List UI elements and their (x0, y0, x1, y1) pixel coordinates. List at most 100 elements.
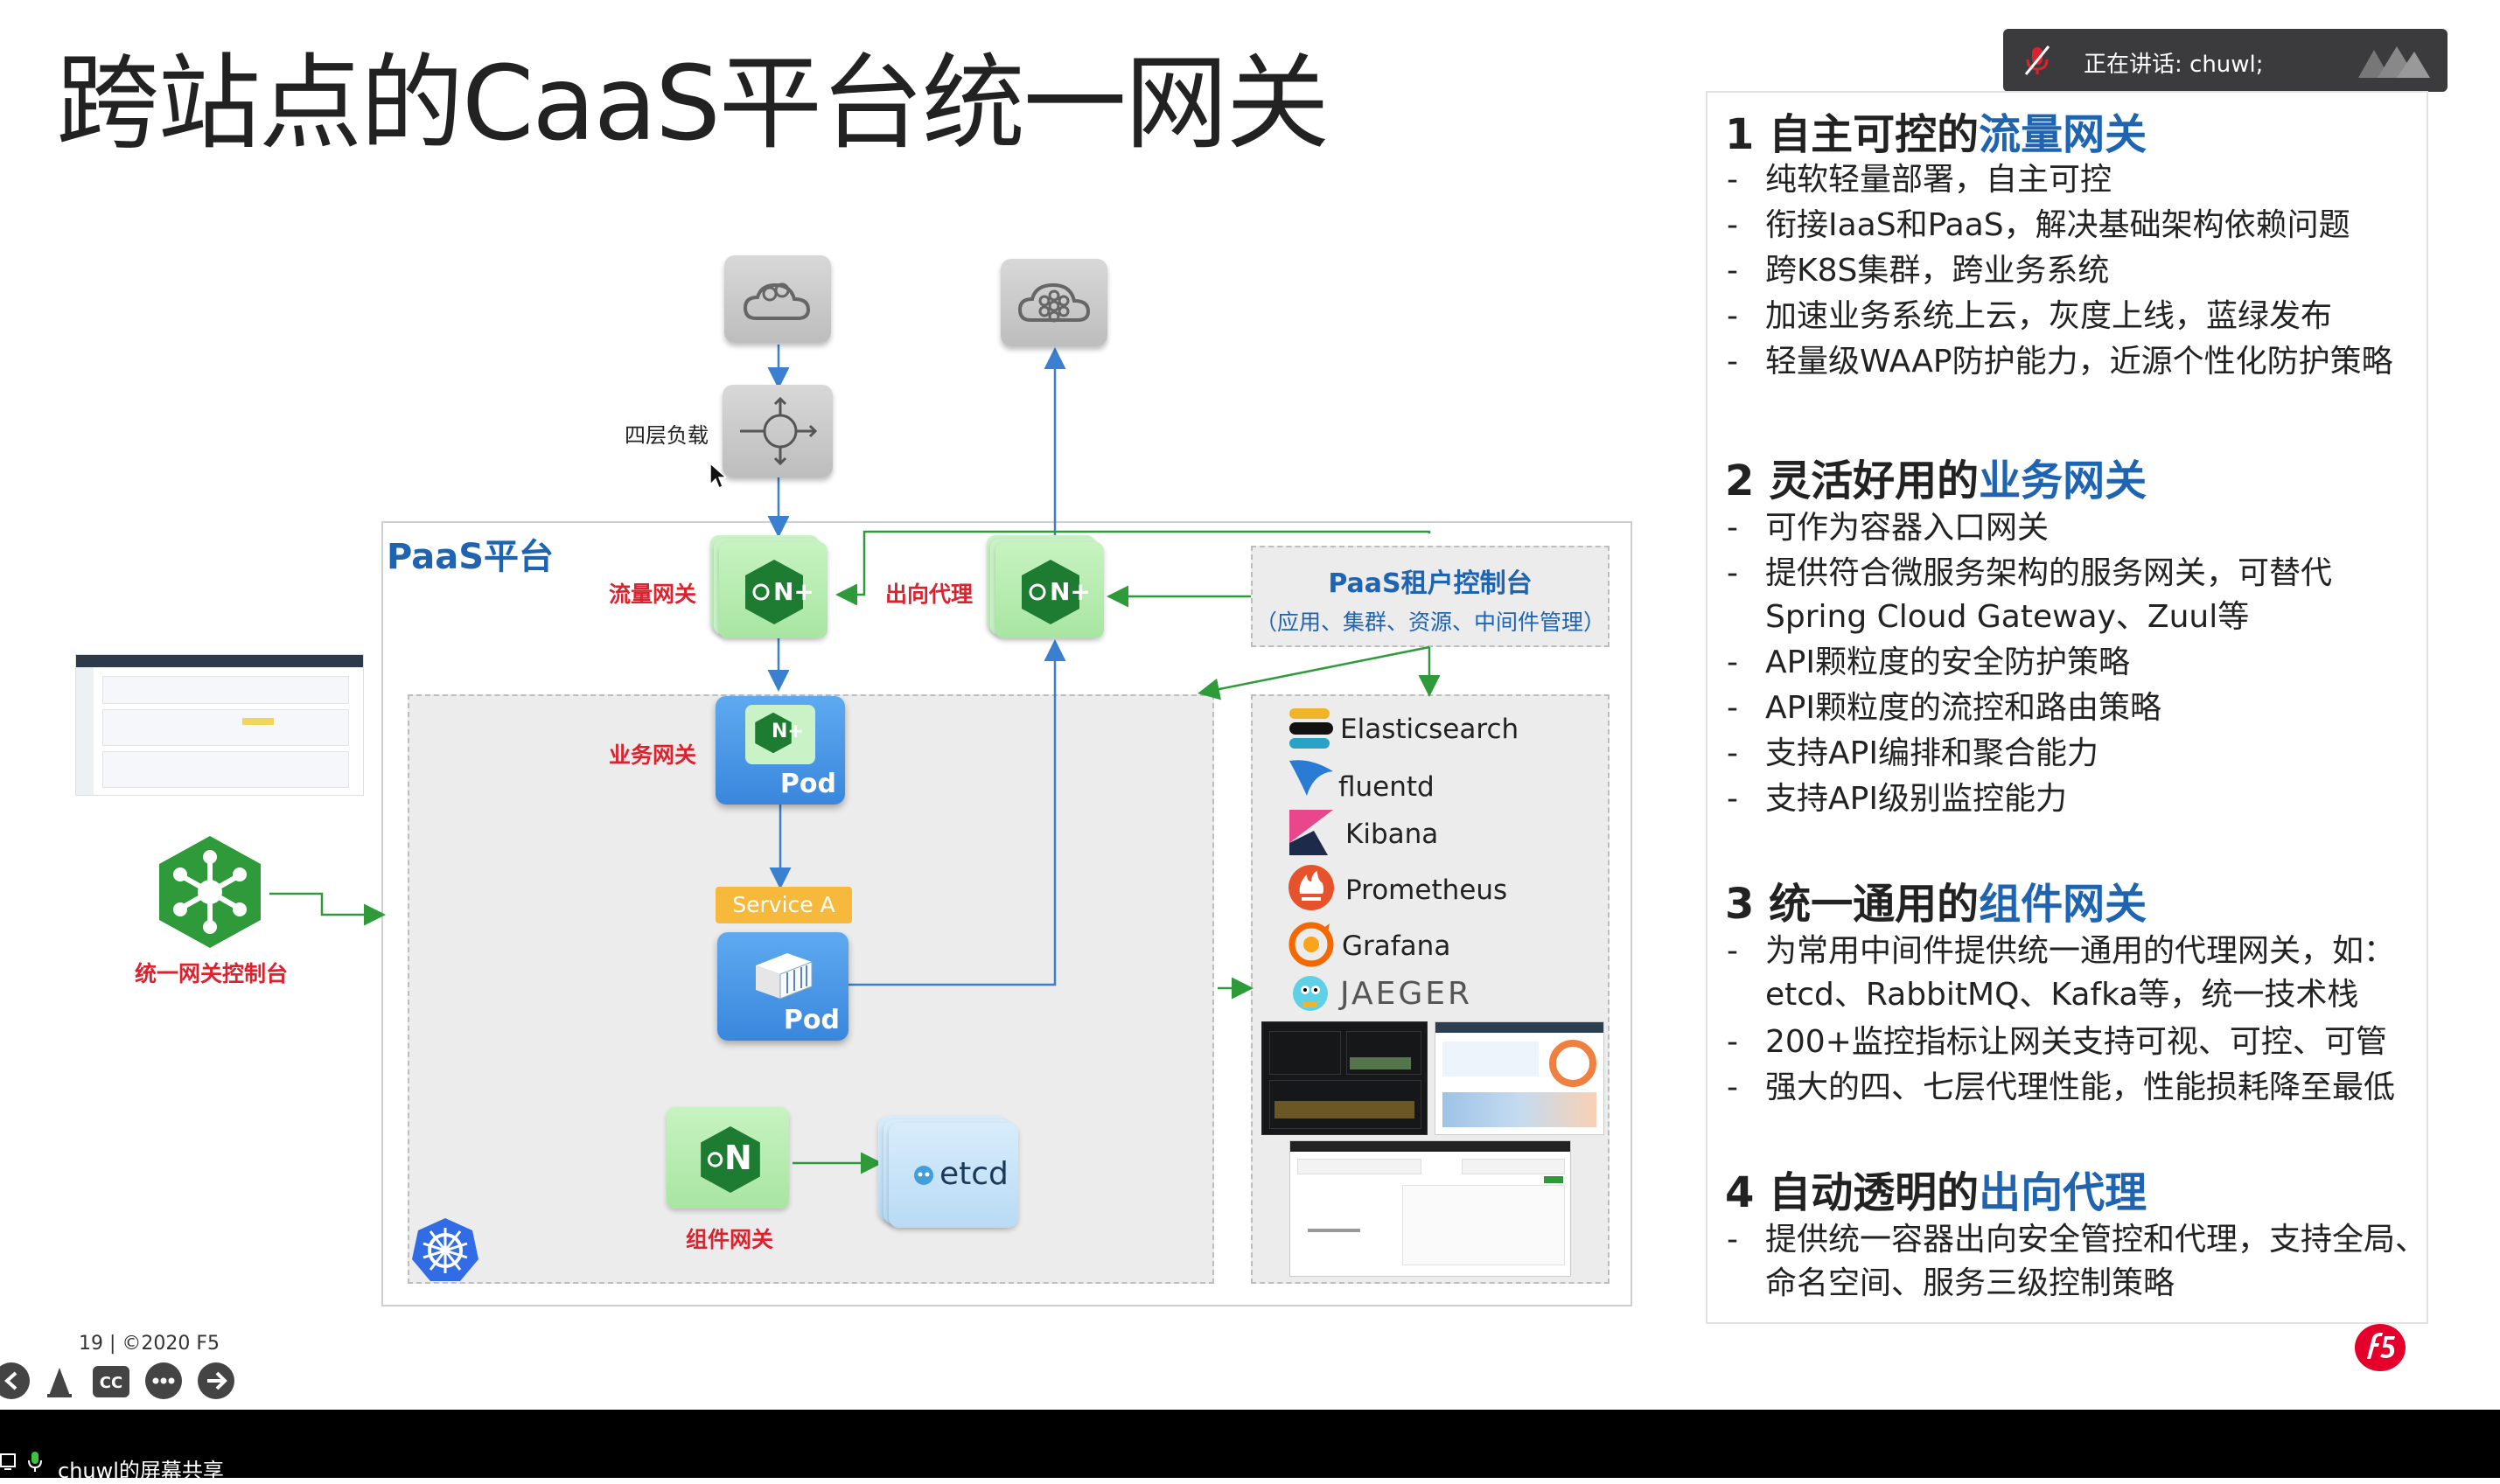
nginx-plus-text: N+ (772, 721, 804, 742)
jaeger-trace-screenshot (1289, 1140, 1571, 1277)
grafana-label: Grafana (1342, 930, 1451, 962)
nginx-text: N (724, 1139, 752, 1177)
section-3-bullet-cont: etcd、RabbitMQ、Kafka等，统一技术栈 (1765, 977, 2359, 1013)
nginx-icon (701, 1126, 760, 1193)
section-2-bullet: -API颗粒度的安全防护策略 (1727, 644, 2130, 680)
section-4-bullet-cont: 命名空间、服务三级控制策略 (1765, 1265, 2175, 1301)
prev-slide-button[interactable] (0, 1362, 30, 1399)
pod-label: Pod (779, 769, 836, 799)
avatar-blur (2358, 46, 2430, 78)
section-2-bullet: -API颗粒度的流控和路由策略 (1727, 690, 2161, 726)
section-2-bullet-cont: Spring Cloud Gateway、Zuul等 (1765, 599, 2250, 635)
section-4-title: 4 自动透明的出向代理 (1725, 1168, 2147, 1217)
slide-title: 跨站点的CaaS平台统一网关 (56, 43, 1330, 164)
feature-panel (1706, 91, 2428, 1324)
l4-lb-label: 四层负载 (625, 423, 709, 448)
jaeger-label: JAEGER (1340, 976, 1473, 1012)
section-3-title: 3 统一通用的组件网关 (1725, 880, 2147, 929)
kibana-label: Kibana (1345, 819, 1439, 850)
arrow-right-icon (207, 1371, 227, 1390)
mic-muted-icon (2024, 45, 2050, 75)
section-1-bullet: -加速业务系统上云，灰度上线，蓝绿发布 (1727, 298, 2333, 334)
component-gateway-label: 组件网关 (686, 1227, 774, 1252)
next-slide-button[interactable] (198, 1362, 234, 1399)
page-number: 19 | ©2020 F5 (79, 1333, 220, 1355)
client-cloud-tile (724, 255, 831, 343)
elasticsearch-label: Elasticsearch (1340, 714, 1519, 745)
grafana-dashboard-screenshot (1261, 1021, 1428, 1135)
section-4-bullet: -提供统一容器出向安全管控和代理，支持全局、 (1727, 1222, 2427, 1258)
egress-proxy-label: 出向代理 (885, 582, 974, 607)
captions-button[interactable]: CC (93, 1366, 129, 1397)
nginx-plus-text: N+ (773, 577, 814, 606)
tenant-console-box: PaaS租户控制台 （应用、集群、资源、中间件管理） (1251, 546, 1610, 647)
etcd-node: etcd (878, 1116, 1018, 1230)
tenant-console-subtitle: （应用、集群、资源、中间件管理） (1254, 610, 1605, 635)
external-cloud-tile (1001, 259, 1107, 346)
more-options-button[interactable] (145, 1362, 182, 1399)
pointer-tool-icon (47, 1368, 72, 1397)
prometheus-icon (1288, 865, 1334, 910)
paas-platform-label: PaaS平台 (387, 537, 555, 577)
section-2-bullet: -可作为容器入口网关 (1727, 510, 2050, 546)
prometheus-label: Prometheus (1345, 874, 1508, 906)
section-3-bullet: -为常用中间件提供统一通用的代理网关，如： (1727, 933, 2396, 969)
mouse-cursor-icon (709, 462, 726, 490)
grafana-icon (1288, 922, 1334, 967)
business-gateway-pod: N+ Pod (716, 696, 845, 805)
traffic-gateway-node: N+ (710, 535, 828, 638)
nginx-plus-text: N+ (1050, 577, 1091, 606)
section-1-bullet: -纯软轻量部署，自主可控 (1727, 162, 2112, 198)
section-2-title: 2 灵活好用的业务网关 (1725, 456, 2147, 505)
unified-console-icon (159, 836, 261, 948)
etcd-icon (914, 1166, 933, 1185)
nginx-plus-icon (745, 560, 803, 624)
etcd-label: etcd (939, 1156, 1009, 1192)
arrow-left-icon (4, 1371, 17, 1390)
section-2-bullet: -提供符合微服务架构的服务网关，可替代 (1727, 555, 2333, 591)
speaker-indicator: 正在讲话: chuwl; (2003, 29, 2448, 92)
nginx-plus-icon (1022, 560, 1079, 624)
gateway-console-screenshot (75, 654, 364, 796)
kubernetes-icon (412, 1218, 478, 1281)
service-a-pod: Pod (717, 932, 848, 1041)
pointer-tool-button[interactable] (44, 1364, 75, 1399)
svg-text:CC: CC (100, 1374, 122, 1392)
nginx-plus-icon (755, 712, 792, 754)
elasticsearch-icon (1289, 708, 1333, 749)
container-icon (756, 953, 813, 1000)
more-icon (152, 1377, 175, 1384)
cloud-network-icon (1017, 282, 1091, 323)
service-a-badge: Service A (716, 887, 852, 923)
cc-icon: CC (100, 1374, 122, 1392)
kibana-dashboard-screenshot (1435, 1021, 1604, 1135)
fluentd-label: fluentd (1338, 771, 1435, 803)
speaker-text: 正在讲话: chuwl; (2084, 52, 2264, 78)
component-gateway-node: N (667, 1107, 793, 1212)
l4-lb-tile (723, 385, 833, 477)
section-1-bullet: -衔接IaaS和PaaS，解决基础架构依赖问题 (1727, 207, 2350, 243)
screen-share-bar (0, 1410, 2500, 1478)
mic-icon (28, 1452, 42, 1472)
egress-proxy-node: N+ (987, 535, 1104, 638)
section-2-bullet: -支持API编排和聚合能力 (1727, 735, 2098, 771)
f5-logo-icon (2355, 1324, 2406, 1371)
section-2-bullet: -支持API级别监控能力 (1727, 781, 2067, 817)
share-screen-icon (0, 1453, 16, 1470)
cloud-users-icon (743, 282, 811, 320)
section-1-bullet: -跨K8S集群，跨业务系统 (1727, 253, 2110, 289)
traffic-gateway-label: 流量网关 (609, 582, 697, 607)
section-1-title: 1 自主可控的流量网关 (1725, 110, 2147, 159)
unified-console-label: 统一网关控制台 (135, 961, 289, 986)
section-3-bullet: -强大的四、七层代理性能，性能损耗降至最低 (1727, 1069, 2396, 1105)
fluentd-icon (1289, 760, 1333, 796)
pod-label: Pod (783, 1005, 840, 1035)
section-3-bullet: -200+监控指标让网关支持可视、可控、可管 (1727, 1024, 2387, 1060)
tenant-console-title: PaaS租户控制台 (1328, 568, 1533, 599)
business-gateway-label: 业务网关 (609, 742, 697, 768)
jaeger-icon (1293, 976, 1328, 1011)
load-balancer-icon (740, 396, 818, 466)
kibana-icon (1289, 810, 1333, 855)
section-1-bullet: -轻量级WAAP防护能力，近源个性化防护策略 (1727, 344, 2393, 380)
